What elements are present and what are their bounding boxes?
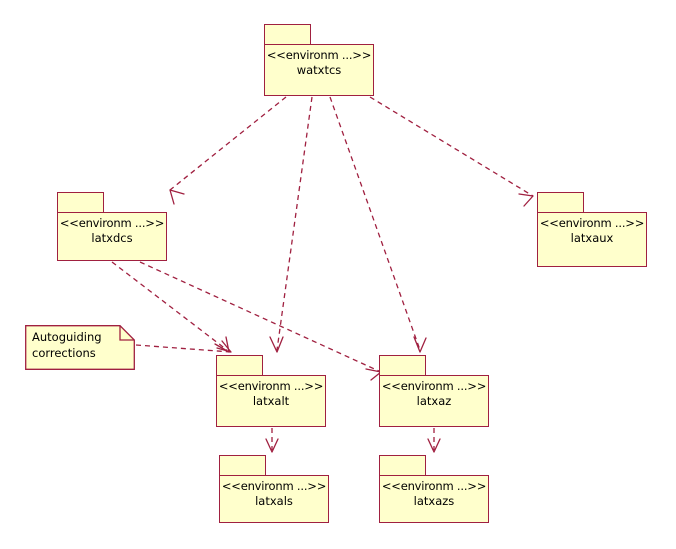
edge-watxtcs-to-latxalt [276, 96, 313, 351]
edge-watxtcs-to-latxdcs [169, 96, 287, 191]
arrowhead-latxazs [427, 438, 441, 453]
package-stereotype: <<environm ...>> [221, 479, 327, 493]
note-autoguiding-corrections[interactable]: Autoguiding corrections [25, 325, 135, 370]
package-stereotype: <<environm ...>> [381, 379, 487, 393]
arrowhead-latxdcs [169, 189, 185, 205]
edge-note-to-latxalt [135, 344, 232, 353]
edge-watxtcs-to-latxaz [329, 96, 421, 351]
package-stereotype: <<environm ...>> [539, 216, 645, 230]
package-stereotype: <<environm ...>> [59, 216, 165, 230]
package-tab [216, 355, 263, 375]
arrowhead-latxalt-from-watxtcs [269, 336, 284, 353]
package-name: latxals [255, 494, 293, 508]
package-body: <<environm ...>> latxaz [379, 375, 489, 427]
arrowhead-latxaz-from-watxtcs [413, 336, 427, 353]
edge-watxtcs-to-latxaux [369, 96, 534, 197]
package-body: <<environm ...>> latxazs [379, 475, 489, 523]
package-tab [219, 455, 266, 475]
package-tab [57, 192, 104, 212]
package-tab [264, 24, 311, 44]
package-stereotype: <<environm ...>> [218, 379, 324, 393]
package-body: <<environm ...>> latxalt [216, 375, 326, 427]
package-stereotype: <<environm ...>> [266, 48, 372, 62]
arrowhead-latxals [265, 438, 279, 453]
package-tab [379, 455, 426, 475]
arrowhead-latxaux [518, 193, 534, 207]
arrowhead-latxalt-from-note [216, 340, 232, 353]
arrowhead-latxalt-from-latxdcs [214, 336, 230, 353]
package-body: <<environm ...>> latxaux [537, 212, 647, 267]
package-name: latxaz [416, 394, 452, 408]
package-body: <<environm ...>> watxtcs [264, 44, 374, 96]
package-body: <<environm ...>> latxals [219, 475, 329, 523]
package-name: watxtcs [296, 63, 342, 77]
package-name: latxaux [570, 231, 614, 245]
package-name: latxdcs [91, 231, 133, 245]
note-line-1: Autoguiding [32, 330, 102, 344]
package-tab [379, 355, 426, 375]
package-name: latxazs [413, 494, 455, 508]
package-name: latxalt [252, 394, 290, 408]
package-body: <<environm ...>> latxdcs [57, 212, 167, 261]
package-tab [537, 192, 584, 212]
package-stereotype: <<environm ...>> [381, 479, 487, 493]
note-shape [25, 325, 135, 370]
note-line-2: corrections [32, 346, 96, 360]
